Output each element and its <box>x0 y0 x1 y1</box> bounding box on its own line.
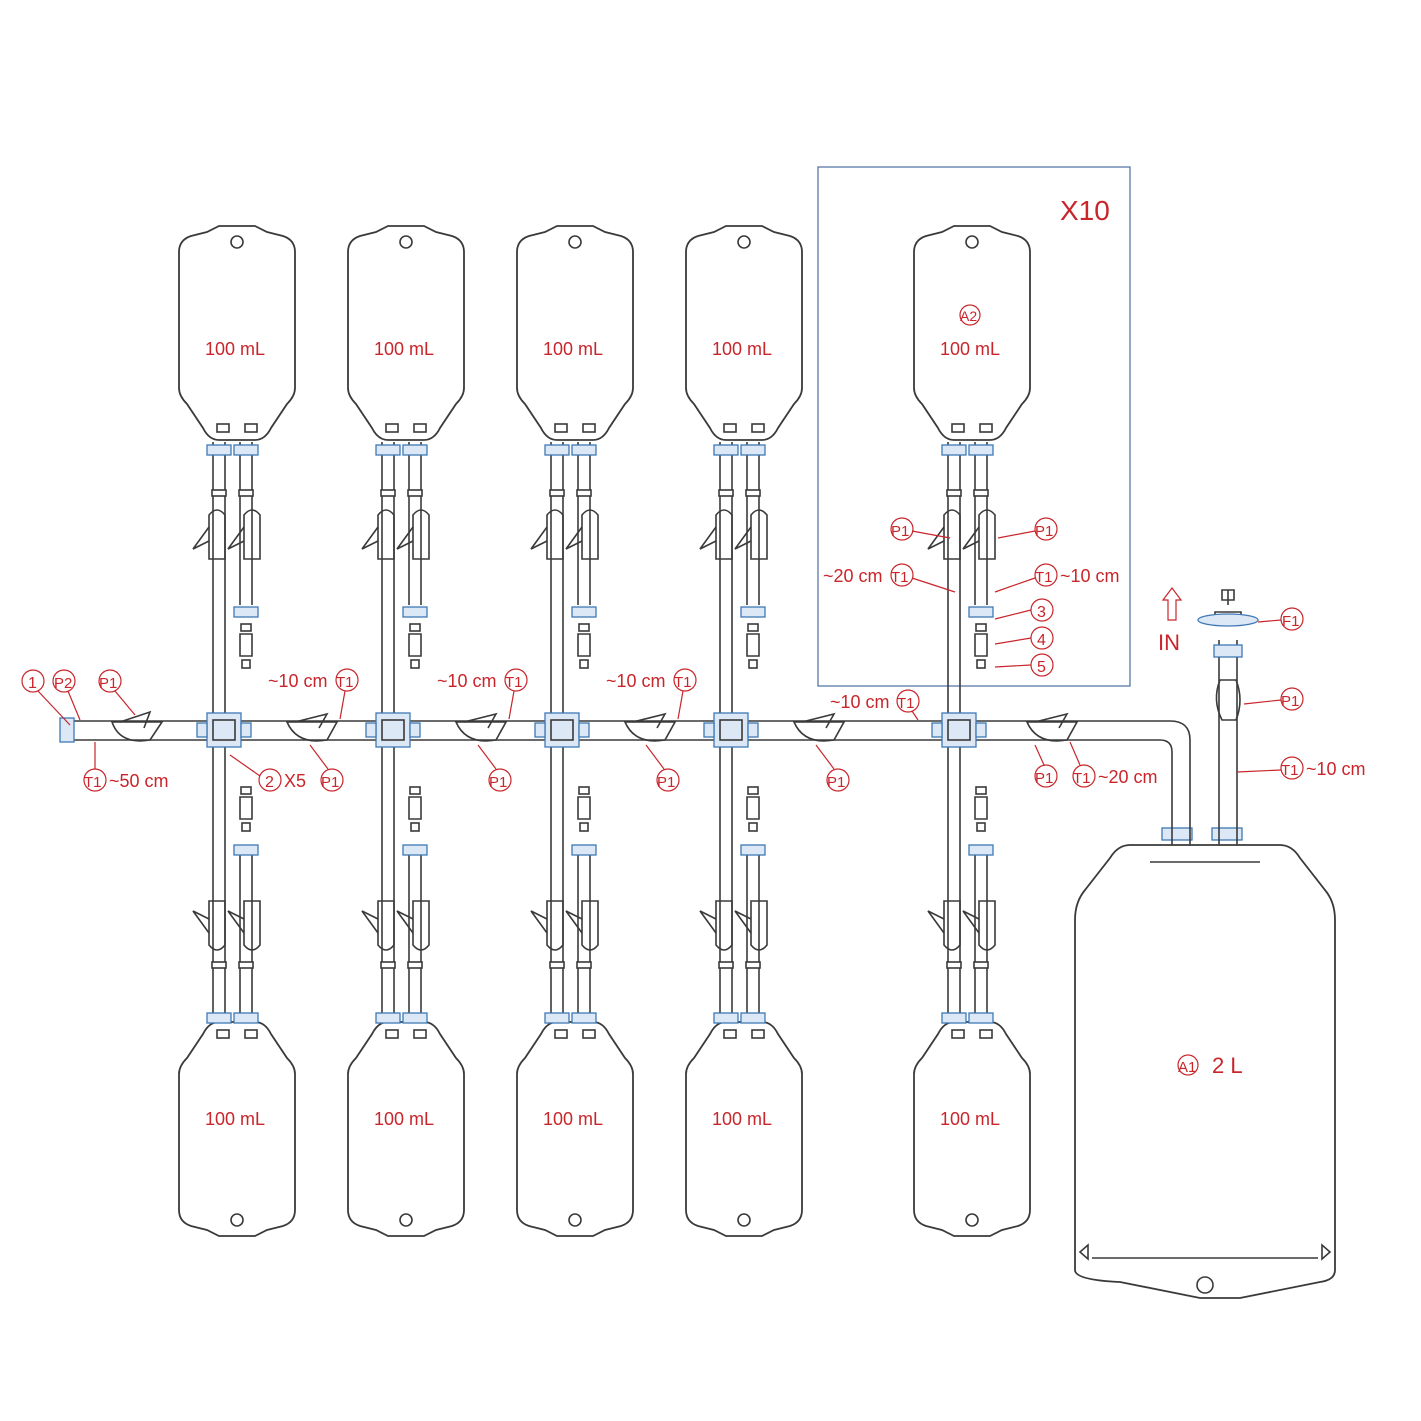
big-bag <box>1074 795 1336 1299</box>
bag-bottom-volume-4: 100 mL <box>712 1109 772 1129</box>
bag-columns: 100 mL 100 mL 100 mL 100 mL 100 mL 100 mL 100 … <box>59 225 1079 1237</box>
callout-p1-main-4: P1 <box>827 774 845 791</box>
callout-t1-seg2: T1 <box>505 674 523 691</box>
callout-p1-group-right: P1 <box>1035 523 1053 540</box>
len-20-main: ~20 cm <box>1098 767 1158 787</box>
bag-bottom-1 <box>178 1021 296 1237</box>
callout-5: 5 <box>1037 659 1046 676</box>
callout-t1-seg1: T1 <box>336 674 354 691</box>
group-multiplier: X10 <box>1060 195 1110 226</box>
callout-f1: F1 <box>1282 613 1300 630</box>
bag-top-2 <box>347 225 465 441</box>
part2-count: X5 <box>284 771 306 791</box>
callout-3: 3 <box>1037 604 1046 621</box>
bag-bottom-volume-5: 100 mL <box>940 1109 1000 1129</box>
manifold-hub-3 <box>544 712 580 748</box>
bag-top-4 <box>685 225 803 441</box>
len-10-seg3: ~10 cm <box>606 671 666 691</box>
callout-p1-main-1: P1 <box>321 774 339 791</box>
callout-t1-inlet: T1 <box>1281 762 1299 779</box>
big-bag-tag: A1 <box>1178 1059 1196 1076</box>
callout-p1-left: P1 <box>99 675 117 692</box>
bag-bottom-3 <box>516 1021 634 1237</box>
callout-t1-group-left: T1 <box>891 569 909 586</box>
len-10-seg4: ~10 cm <box>830 692 890 712</box>
callout-2: 2 <box>265 774 274 791</box>
bag-bottom-5 <box>913 1021 1031 1237</box>
len-50: ~50 cm <box>109 771 169 791</box>
bag-a2-tag: A2 <box>960 308 977 324</box>
bag-bottom-2 <box>347 1021 465 1237</box>
bag-bottom-volume-2: 100 mL <box>374 1109 434 1129</box>
bag-top-volume-5: 100 mL <box>940 339 1000 359</box>
bag-top-volume-4: 100 mL <box>712 339 772 359</box>
callout-p1-main-2: P1 <box>489 774 507 791</box>
manifold-hub-1 <box>206 712 242 748</box>
inlet-arrow-icon <box>1161 587 1183 621</box>
inlet-line <box>1197 589 1259 800</box>
manifold-hub-2 <box>375 712 411 748</box>
group-frame <box>817 166 1131 687</box>
callout-t1-20-main: T1 <box>1073 770 1091 787</box>
big-bag-volume: 2 L <box>1212 1053 1243 1078</box>
callouts: A1 2 L 1 P2 P1 T1 ~50 cm 2 X5 P1 P1 P1 P… <box>21 304 1366 1078</box>
callout-t1-group-right: T1 <box>1035 569 1053 586</box>
len-10-seg1: ~10 cm <box>268 671 328 691</box>
len-20-group: ~20 cm <box>823 566 883 586</box>
callout-t1-left: T1 <box>84 774 102 791</box>
callout-1: 1 <box>28 675 37 692</box>
callout-t1-seg4: T1 <box>897 695 915 712</box>
callout-t1-seg3: T1 <box>674 674 692 691</box>
callout-4: 4 <box>1037 632 1046 649</box>
manifold-hub-5 <box>941 712 977 748</box>
bag-bottom-4 <box>685 1021 803 1237</box>
main-manifold-tube <box>68 720 1191 795</box>
manifold-hub-4 <box>713 712 749 748</box>
bag-top-volume-2: 100 mL <box>374 339 434 359</box>
len-10-seg2: ~10 cm <box>437 671 497 691</box>
bag-bottom-volume-3: 100 mL <box>543 1109 603 1129</box>
bag-top-3 <box>516 225 634 441</box>
bag-top-volume-3: 100 mL <box>543 339 603 359</box>
callout-p1-main-5: P1 <box>1035 770 1053 787</box>
callout-p1-group-left: P1 <box>891 523 909 540</box>
len-10-inlet: ~10 cm <box>1306 759 1366 779</box>
bag-top-5 <box>913 225 1031 441</box>
bag-bottom-volume-1: 100 mL <box>205 1109 265 1129</box>
callout-p2: P2 <box>54 675 72 692</box>
callout-p1-main-3: P1 <box>657 774 675 791</box>
inlet-label: IN <box>1158 630 1180 655</box>
bag-top-volume-1: 100 mL <box>205 339 265 359</box>
callout-p1-inlet: P1 <box>1281 693 1299 710</box>
bag-top-1 <box>178 225 296 441</box>
len-10-group: ~10 cm <box>1060 566 1120 586</box>
filter-f1 <box>1197 613 1259 627</box>
